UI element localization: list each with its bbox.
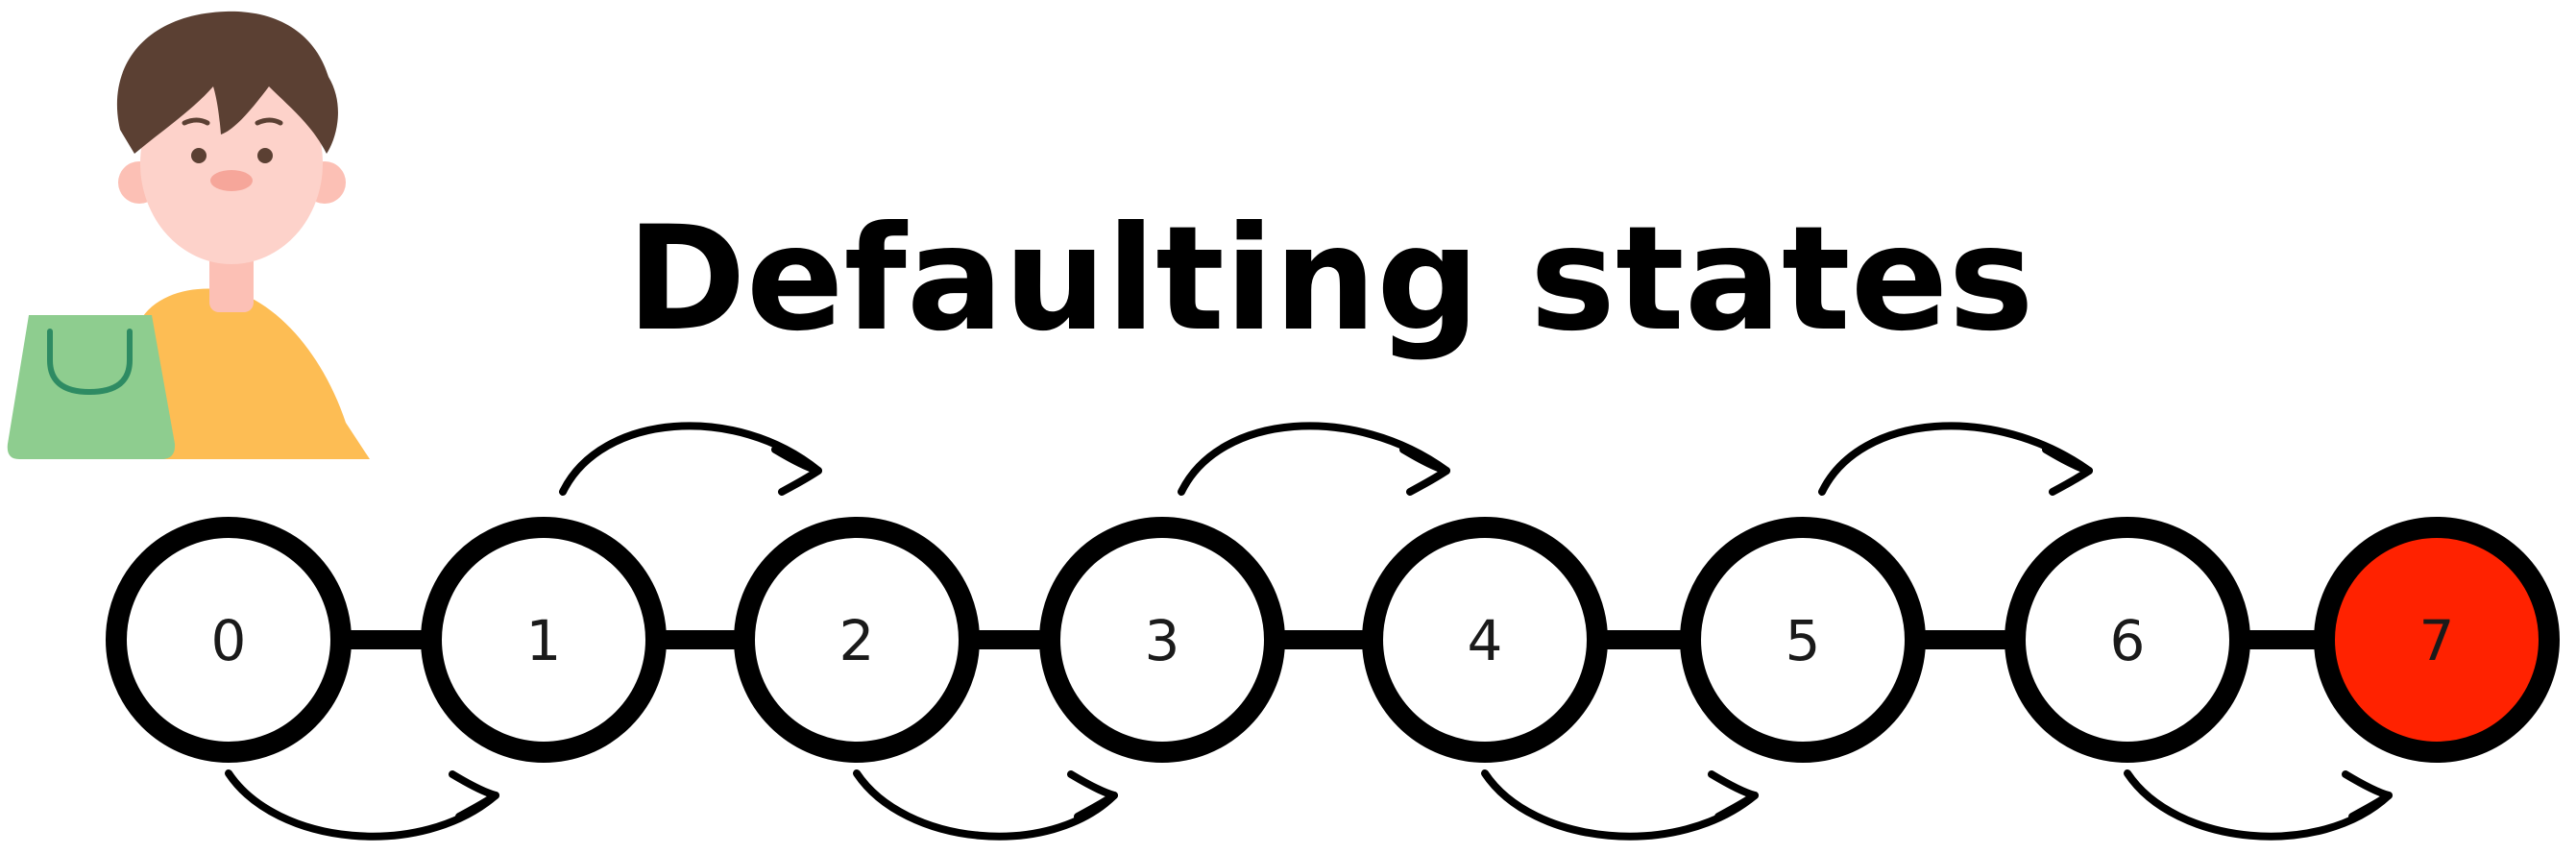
transition-arrow-curve [2124,769,2393,841]
transition-arrowhead [1708,770,1759,820]
transition-arrow-curve [1481,769,1759,841]
state-circle [2005,517,2250,763]
transition-arrow-curve [1178,422,1450,496]
shopper-avatar-icon [116,11,370,459]
transition-arrow [1818,422,2093,496]
transition-arrowhead [2042,446,2093,496]
avatar-nose [210,170,253,191]
state-label: 5 [1786,608,1821,673]
state-circle [421,517,667,763]
state-node-4: 4 [1362,517,1608,763]
state-node-3: 3 [1039,517,1285,763]
state-circle [106,517,352,763]
transition-arrow-curve [225,769,499,841]
transition-arrow [2124,769,2393,841]
transition-arrow [559,422,822,496]
transition-arrow-curve [853,769,1118,841]
state-label: 1 [526,608,562,673]
state-label: 6 [2110,608,2146,673]
transition-arrowhead [2342,770,2393,820]
transition-arrow [1481,769,1759,841]
state-label: 2 [839,608,875,673]
state-node-0: 0 [106,517,352,763]
state-circle [1039,517,1285,763]
diagram-title: Defaulting states [626,196,2033,363]
state-circle [1362,517,1608,763]
state-node-7: 7 [2314,517,2560,763]
state-circle [734,517,980,763]
avatar-eyebrow-left [182,117,210,126]
shopping-bag-icon [7,315,176,459]
transition-arrow-curve [1818,422,2093,496]
state-node-1: 1 [421,517,667,763]
transition-arrow [225,769,499,841]
default-state-circle [2314,517,2560,763]
state-node-5: 5 [1680,517,1926,763]
transition-arrow-curve [559,422,822,496]
avatar-shirt [139,288,370,459]
transition-arrowhead [1067,770,1118,820]
transition-arrow-group [225,422,2393,841]
avatar-face [140,62,323,264]
transition-arrow [1178,422,1450,496]
state-circle [1680,517,1926,763]
state-label: 4 [1468,608,1503,673]
transition-arrowhead [771,446,822,496]
state-node-group: 0 1 2 3 4 5 6 7 [106,517,2560,763]
avatar-eye-left [191,148,207,163]
state-label: 3 [1145,608,1180,673]
state-label: 0 [211,608,247,673]
avatar-hair [116,11,338,155]
avatar-eyebrow-right [255,117,283,126]
avatar-eye-right [257,148,273,163]
state-node-2: 2 [734,517,980,763]
bag-handle [47,329,133,396]
bag-body [7,315,176,459]
state-label: 7 [2419,608,2455,673]
transition-arrow [853,769,1118,841]
transition-arrowhead [449,770,499,820]
transition-arrowhead [1399,446,1450,496]
state-node-6: 6 [2005,517,2250,763]
